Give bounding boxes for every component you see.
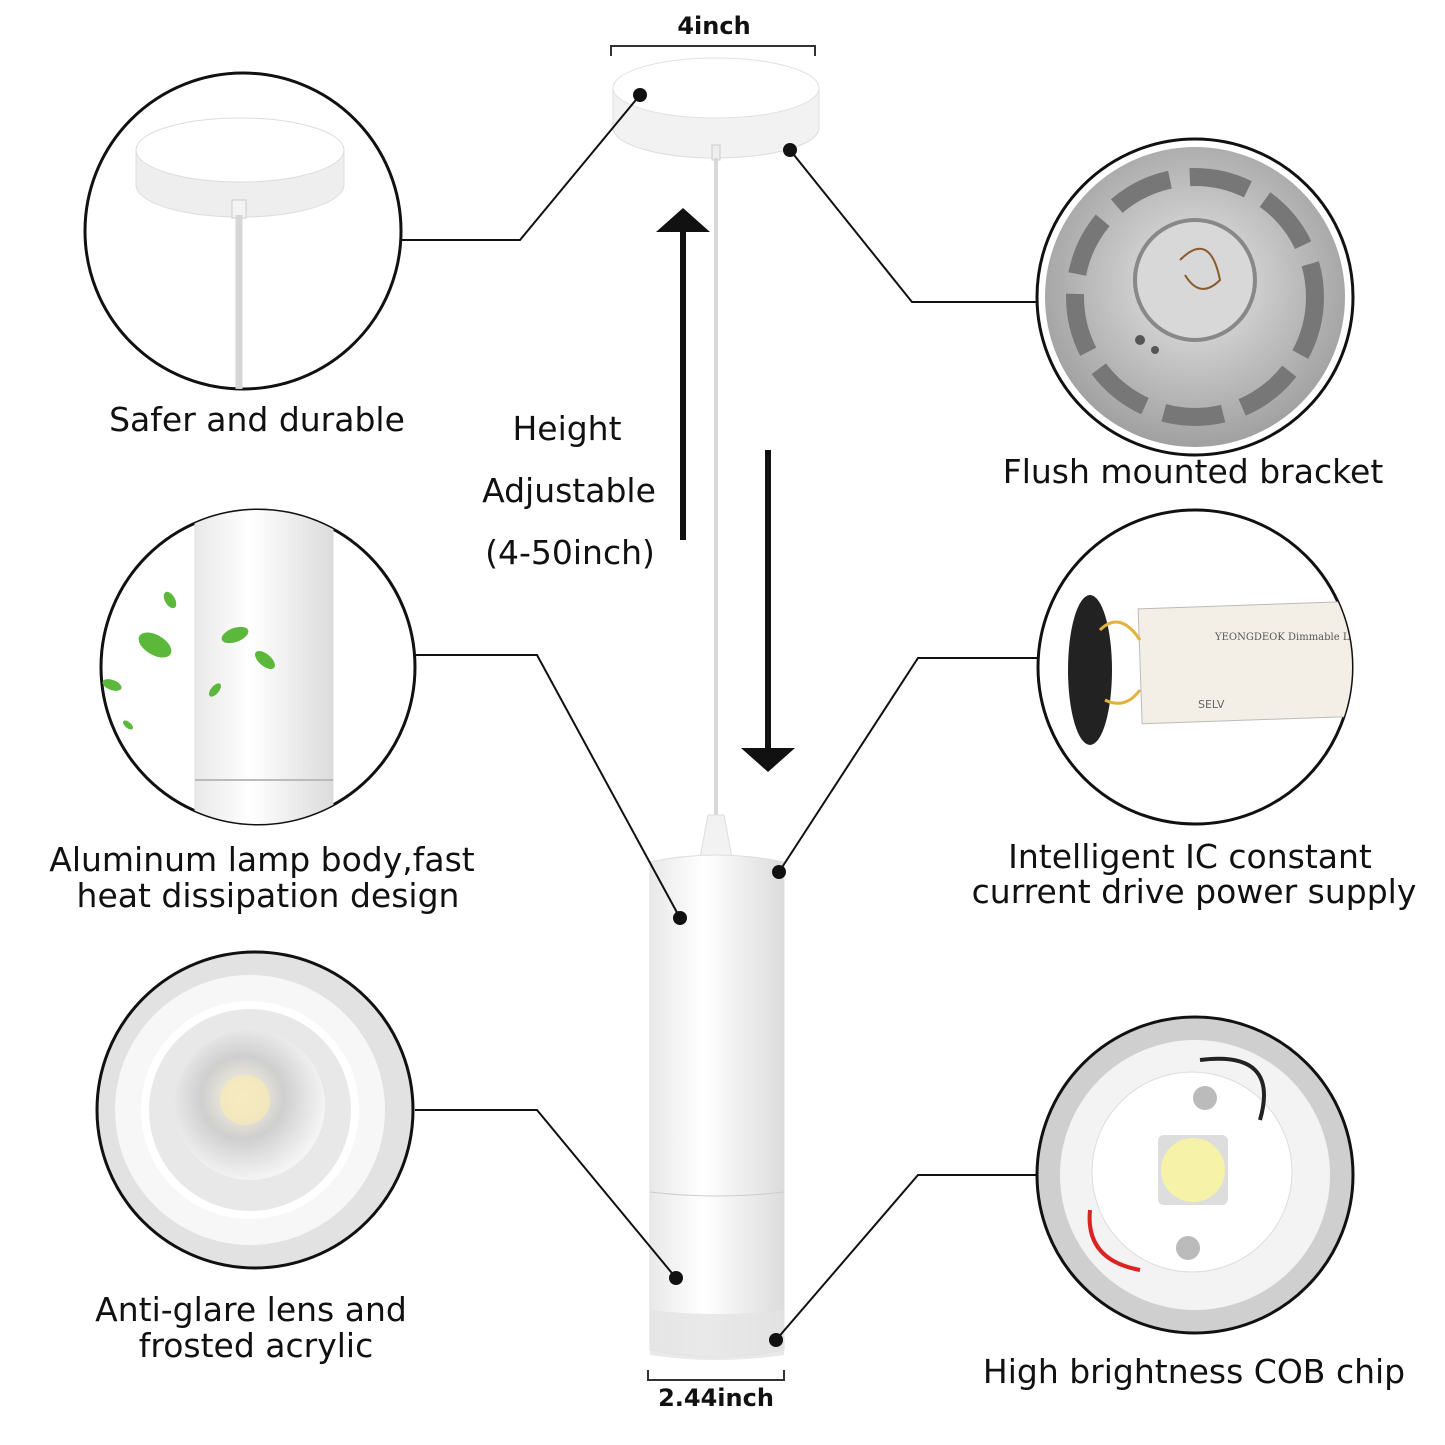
bottom-dimension-bracket bbox=[647, 1370, 785, 1381]
driver-detail-circle: YEONGDEOK Dimmable LED SELV bbox=[1036, 508, 1365, 826]
driver-caption-line1: Intelligent IC constant bbox=[1008, 837, 1372, 876]
height-label-line3: (4-50inch) bbox=[485, 533, 655, 572]
bottom-width-label: 2.44inch bbox=[658, 1384, 774, 1412]
height-label-line2: Adjustable bbox=[482, 471, 656, 510]
height-up-arrow bbox=[656, 208, 710, 540]
driver-mark: SELV bbox=[1198, 698, 1225, 711]
height-down-arrow bbox=[741, 450, 795, 772]
driver-title: Dimmable LED bbox=[1288, 632, 1365, 643]
canopy-caption: Safer and durable bbox=[109, 400, 405, 439]
body-caption-line1: Aluminum lamp body,fast bbox=[49, 840, 475, 879]
driver-caption-line2: current drive power supply bbox=[971, 872, 1417, 911]
top-dimension-bracket bbox=[610, 45, 816, 56]
lens-caption-line2: frosted acrylic bbox=[138, 1326, 374, 1365]
lens-caption-line1: Anti-glare lens and bbox=[95, 1290, 407, 1329]
bracket-caption: Flush mounted bracket bbox=[1002, 452, 1384, 491]
top-width-label: 4inch bbox=[677, 12, 751, 40]
chip-caption: High brightness COB chip bbox=[982, 1352, 1406, 1391]
leaf-icons bbox=[102, 591, 275, 730]
driver-brand: YEONGDEOK bbox=[1214, 632, 1285, 643]
leader-dots bbox=[633, 88, 797, 1347]
pendant-lamp bbox=[612, 57, 820, 1360]
canopy-detail-circle bbox=[83, 71, 403, 391]
lens-detail-circle bbox=[95, 950, 415, 1270]
cob-detail-circle bbox=[1035, 1015, 1355, 1335]
bracket-detail-circle bbox=[1035, 137, 1355, 457]
body-caption-line2: heat dissipation design bbox=[76, 876, 460, 915]
leader-lines bbox=[402, 94, 1037, 1341]
body-detail-circle bbox=[99, 508, 417, 826]
height-label-line1: Height bbox=[512, 409, 622, 448]
